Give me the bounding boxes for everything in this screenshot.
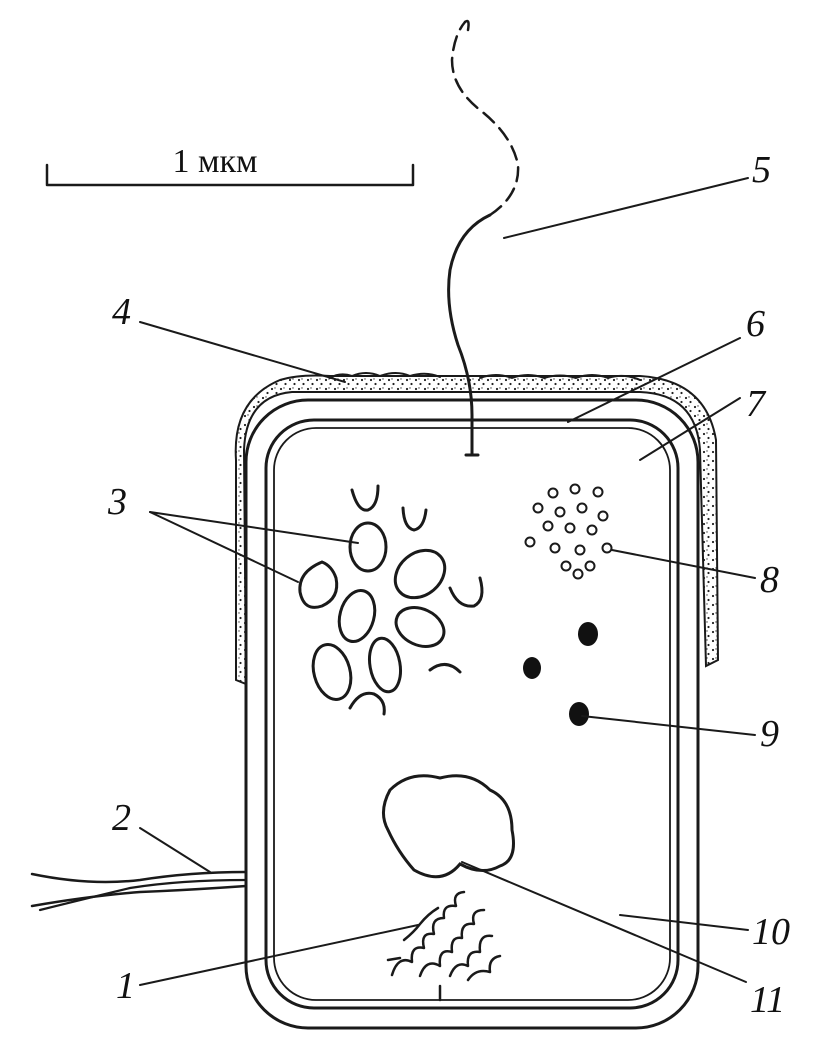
label-11: 11 — [750, 979, 785, 1021]
label-2: 2 — [112, 797, 131, 839]
capsule-edge-top-right — [479, 374, 641, 381]
mesosomes — [298, 484, 484, 716]
label-6: 6 — [746, 303, 765, 345]
label-7: 7 — [746, 383, 767, 425]
capsule — [234, 374, 720, 686]
inclusions — [523, 622, 598, 726]
dna-nucleoid — [386, 890, 502, 1002]
flagellum — [447, 19, 520, 457]
scale-bar: 1 мкм — [45, 143, 415, 187]
label-8: 8 — [760, 559, 779, 601]
labels: 1 2 3 4 5 6 7 8 9 10 11 — [107, 149, 790, 1021]
label-9: 9 — [760, 713, 779, 755]
label-10: 10 — [752, 911, 790, 953]
capsule-edge-top — [329, 372, 441, 379]
label-3: 3 — [107, 481, 127, 523]
pili — [30, 870, 248, 912]
nucleoid-body — [382, 774, 515, 879]
granules — [524, 483, 613, 580]
label-1: 1 — [116, 965, 135, 1007]
scale-bar-label: 1 мкм — [172, 143, 257, 180]
leader-lines — [139, 177, 756, 986]
label-4: 4 — [112, 291, 131, 333]
label-5: 5 — [752, 149, 771, 191]
